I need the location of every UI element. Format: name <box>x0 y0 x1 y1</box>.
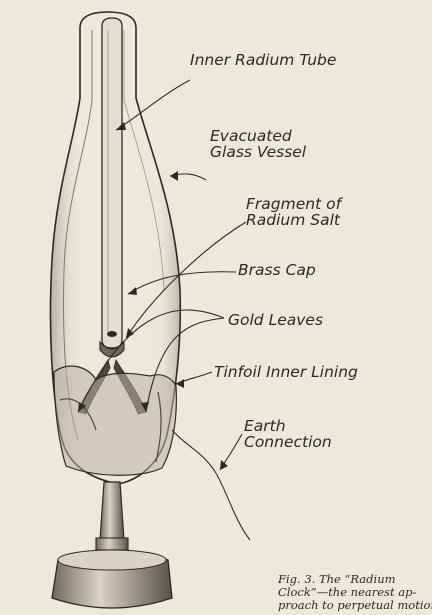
figure-caption: Fig. 3. The “Radium Clock”—the nearest a… <box>278 573 432 615</box>
tinfoil-inner-lining <box>54 366 176 475</box>
label-brass-cap: Brass Cap <box>238 262 316 278</box>
stem <box>100 482 124 540</box>
earth-connection-wire <box>172 430 250 540</box>
label-gold-leaves: Gold Leaves <box>228 312 323 328</box>
label-evacuated-glass-vessel: Evacuated Glass Vessel <box>210 128 306 161</box>
label-tinfoil-inner-lining: Tinfoil Inner Lining <box>214 364 358 380</box>
label-fragment-of-radium-salt: Fragment of Radium Salt <box>246 196 341 229</box>
inner-radium-tube <box>102 18 122 348</box>
label-inner-radium-tube: Inner Radium Tube <box>190 52 336 68</box>
radium-salt-fragment <box>107 331 117 337</box>
label-earth-connection: Earth Connection <box>244 418 332 451</box>
